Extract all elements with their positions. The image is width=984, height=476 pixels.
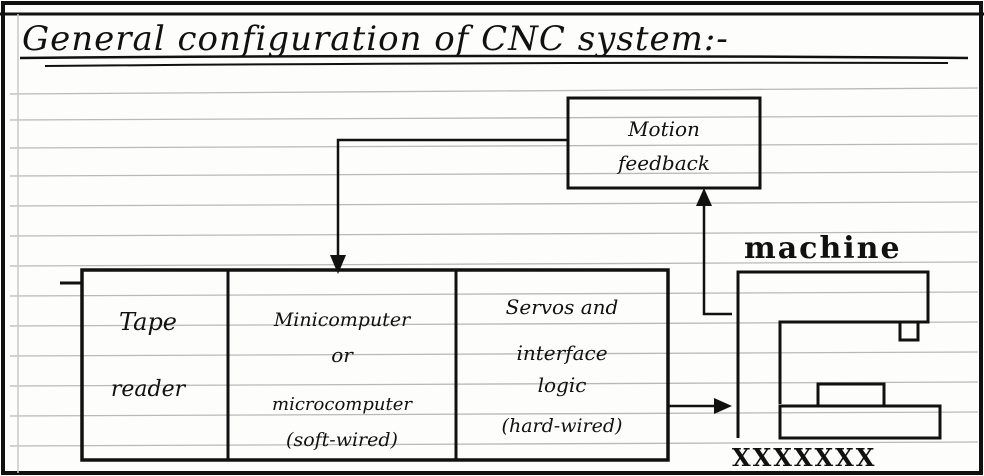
computer-line4: (soft-wired) (286, 429, 398, 451)
computer-line3: microcomputer (272, 394, 413, 415)
control-unit-box (80, 268, 670, 462)
feedback-line (336, 138, 568, 268)
machine-drawing (736, 270, 942, 440)
machine-base-marks: XXXXXXX (732, 443, 876, 472)
machine-table (778, 404, 942, 440)
title-underline (19, 54, 969, 60)
title-underline-2 (44, 61, 949, 67)
diagram-title: General configuration of CNC system:- (22, 19, 729, 59)
machine-spindle (898, 320, 920, 342)
servos-line1: Servos and (506, 295, 619, 319)
motion-feedback-line1: Motion (627, 117, 700, 141)
feedback-arrowhead (330, 255, 346, 274)
machine-label: machine (744, 231, 902, 266)
servos-line2: interface (516, 341, 607, 365)
tape-reader-line1: Tape (119, 308, 177, 336)
machine-frame (736, 270, 930, 438)
servos-line3: logic (538, 373, 587, 397)
machine-feedback-arrowhead (696, 188, 712, 206)
machine-workpiece (816, 382, 886, 408)
drive-arrowhead (714, 398, 732, 414)
computer-line1: Minicomputer (273, 309, 412, 331)
motion-feedback-block (566, 96, 762, 190)
tape-reader-line2: reader (111, 377, 187, 402)
computer-line2: or (331, 343, 354, 367)
machine-feedback-line (702, 200, 732, 316)
motion-feedback-line2: feedback (616, 151, 710, 175)
servos-line4: (hard-wired) (502, 415, 623, 437)
